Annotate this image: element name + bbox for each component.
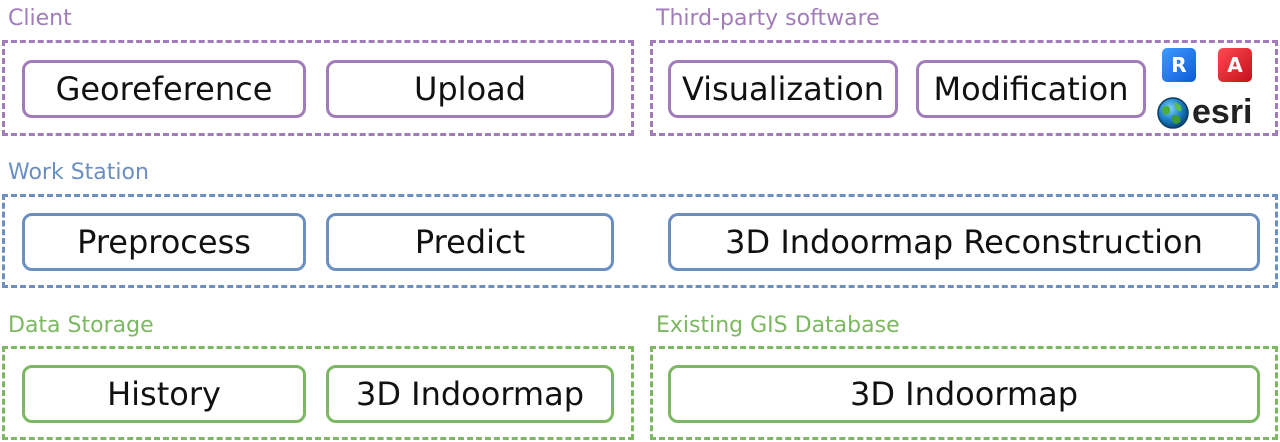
preprocess-node: Preprocess: [22, 213, 306, 271]
third-party-group: [650, 40, 1278, 136]
client-group: [2, 40, 634, 136]
history-node: History: [22, 365, 306, 423]
georeference-node: Georeference: [22, 60, 306, 118]
client-group-title: Client: [8, 6, 72, 31]
predict-node: Predict: [326, 213, 614, 271]
3d-indoormap-gis-node: 3D Indoormap: [668, 365, 1260, 423]
modification-node: Modification: [916, 60, 1146, 118]
data-storage-group: [2, 346, 634, 440]
gis-database-group-title: Existing GIS Database: [656, 313, 900, 338]
work-station-group: [2, 194, 1278, 288]
data-storage-group-title: Data Storage: [8, 313, 154, 338]
esri-globe-icon: [1157, 97, 1189, 129]
autocad-logo-icon: A: [1218, 48, 1252, 82]
work-station-group-title: Work Station: [8, 160, 149, 185]
visualization-node: Visualization: [668, 60, 898, 118]
upload-node: Upload: [326, 60, 614, 118]
esri-logo-icon: esri: [1156, 92, 1266, 132]
third-party-group-title: Third-party software: [656, 6, 880, 31]
revit-logo-icon: R: [1162, 48, 1196, 82]
3d-indoormap-storage-node: 3D Indoormap: [326, 365, 614, 423]
3d-indoormap-reconstruction-node: 3D Indoormap Reconstruction: [668, 213, 1260, 271]
esri-logo-text: esri: [1192, 93, 1253, 131]
gis-database-group: [650, 346, 1278, 440]
